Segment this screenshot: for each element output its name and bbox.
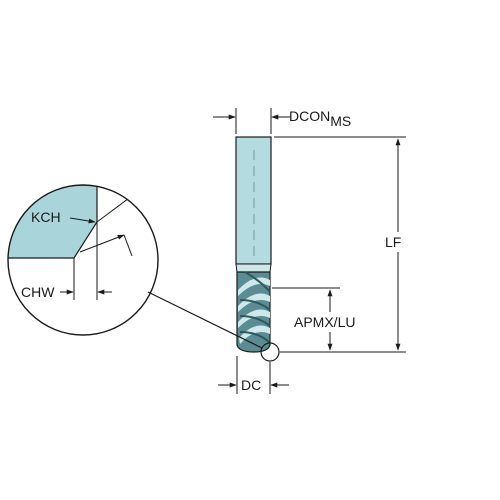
tool-neck [235, 263, 272, 273]
detail-circle [7, 184, 159, 336]
kch-label: KCH [31, 209, 61, 225]
kch-angle-tail [123, 234, 133, 257]
end-mill-tool [235, 136, 280, 362]
apmx-lu-label: APMX/LU [294, 314, 355, 330]
flute-helix-4 [239, 325, 270, 344]
dc-dimension: DC [218, 356, 289, 394]
flute-dark-2 [239, 299, 271, 311]
kch-angle-arrow [79, 234, 125, 253]
dc-label: DC [241, 377, 261, 393]
lf-dimension: LF [274, 136, 406, 353]
flute-helix-3 [238, 309, 270, 328]
flute-dark-1 [244, 271, 271, 293]
chw-label: CHW [21, 284, 55, 300]
dcon-dimension: DCONMS [213, 108, 351, 134]
dcon-label: DCONMS [289, 108, 351, 129]
apmx-lu-dimension: APMX/LU [272, 287, 355, 351]
kch-ext-line [96, 189, 141, 223]
flute-helix-2 [238, 293, 270, 312]
detail-leader-line [147, 291, 263, 349]
corner-detail-marker [260, 342, 280, 362]
flute-dark-4 [239, 331, 270, 343]
flute-dark-3 [239, 315, 271, 327]
kch-pointer [69, 217, 96, 224]
flute-helix-1 [238, 277, 270, 296]
corner-detail-view: KCH CHW [7, 184, 159, 336]
lf-label: LF [385, 234, 401, 250]
